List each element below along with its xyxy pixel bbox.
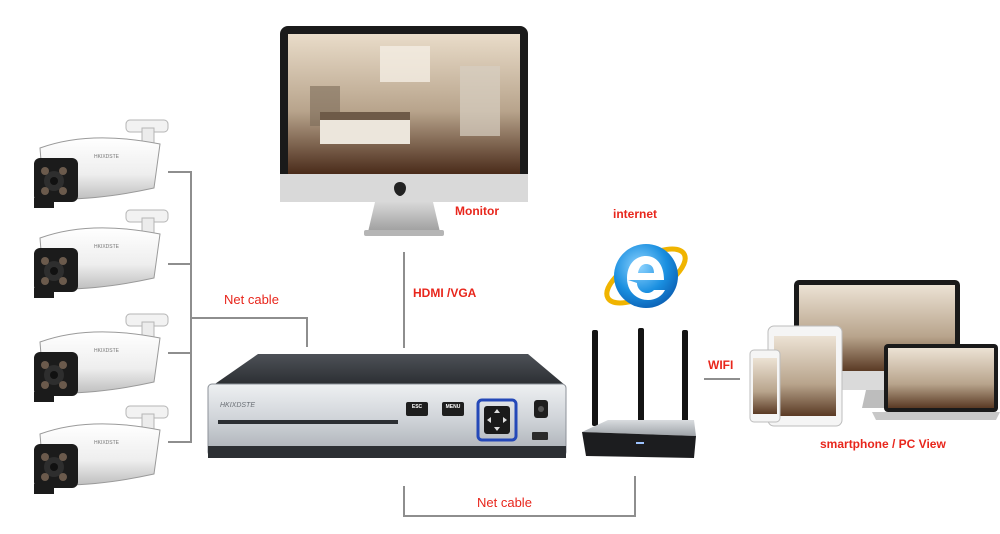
nvr-recorder-icon	[207, 354, 567, 458]
internet-explorer-icon	[604, 244, 688, 308]
internet-label: internet	[613, 207, 658, 221]
nvr-esc-button: ESC	[411, 404, 423, 410]
net-cable-bottom-label: Net cable	[477, 495, 532, 510]
nvr-brand-label: HKIXDSTE	[220, 402, 256, 409]
camera1-wire	[168, 171, 192, 173]
bottom-cable-horizontal	[403, 515, 636, 517]
net-cable-drop	[306, 317, 308, 347]
bottom-cable-right	[634, 476, 636, 517]
bullet-camera-icon	[34, 405, 169, 494]
camera3-wire	[168, 352, 192, 354]
bottom-cable-left	[403, 486, 405, 517]
monitor-label: Monitor	[455, 204, 499, 218]
bullet-camera-icon	[34, 209, 169, 298]
camera2-wire	[168, 263, 192, 265]
viewing-devices-icon	[749, 280, 1000, 427]
wifi-label: WIFI	[708, 358, 734, 372]
hdmi-vga-label: HDMI /VGA	[413, 286, 477, 300]
nvr-menu-button: MENU	[445, 404, 461, 410]
bullet-camera-icon	[34, 119, 169, 208]
wifi-router-icon	[582, 328, 696, 458]
camera4-wire	[168, 441, 192, 443]
smartphone-pc-view-label: smartphone / PC View	[820, 437, 946, 451]
camera-bus-vertical	[190, 171, 192, 443]
wifi-line	[704, 378, 740, 380]
camera-brand-label: HKIXDSTE	[94, 348, 120, 354]
apple-imac-icon	[280, 26, 528, 236]
net-cable-horizontal	[190, 317, 308, 319]
net-cable-label: Net cable	[224, 292, 279, 307]
bullet-camera-icon	[34, 313, 169, 402]
camera-brand-label: HKIXDSTE	[94, 244, 120, 250]
camera-brand-label: HKIXDSTE	[94, 440, 120, 446]
camera-brand-label: HKIXDSTE	[94, 154, 120, 160]
hdmi-vga-wire	[403, 252, 405, 348]
